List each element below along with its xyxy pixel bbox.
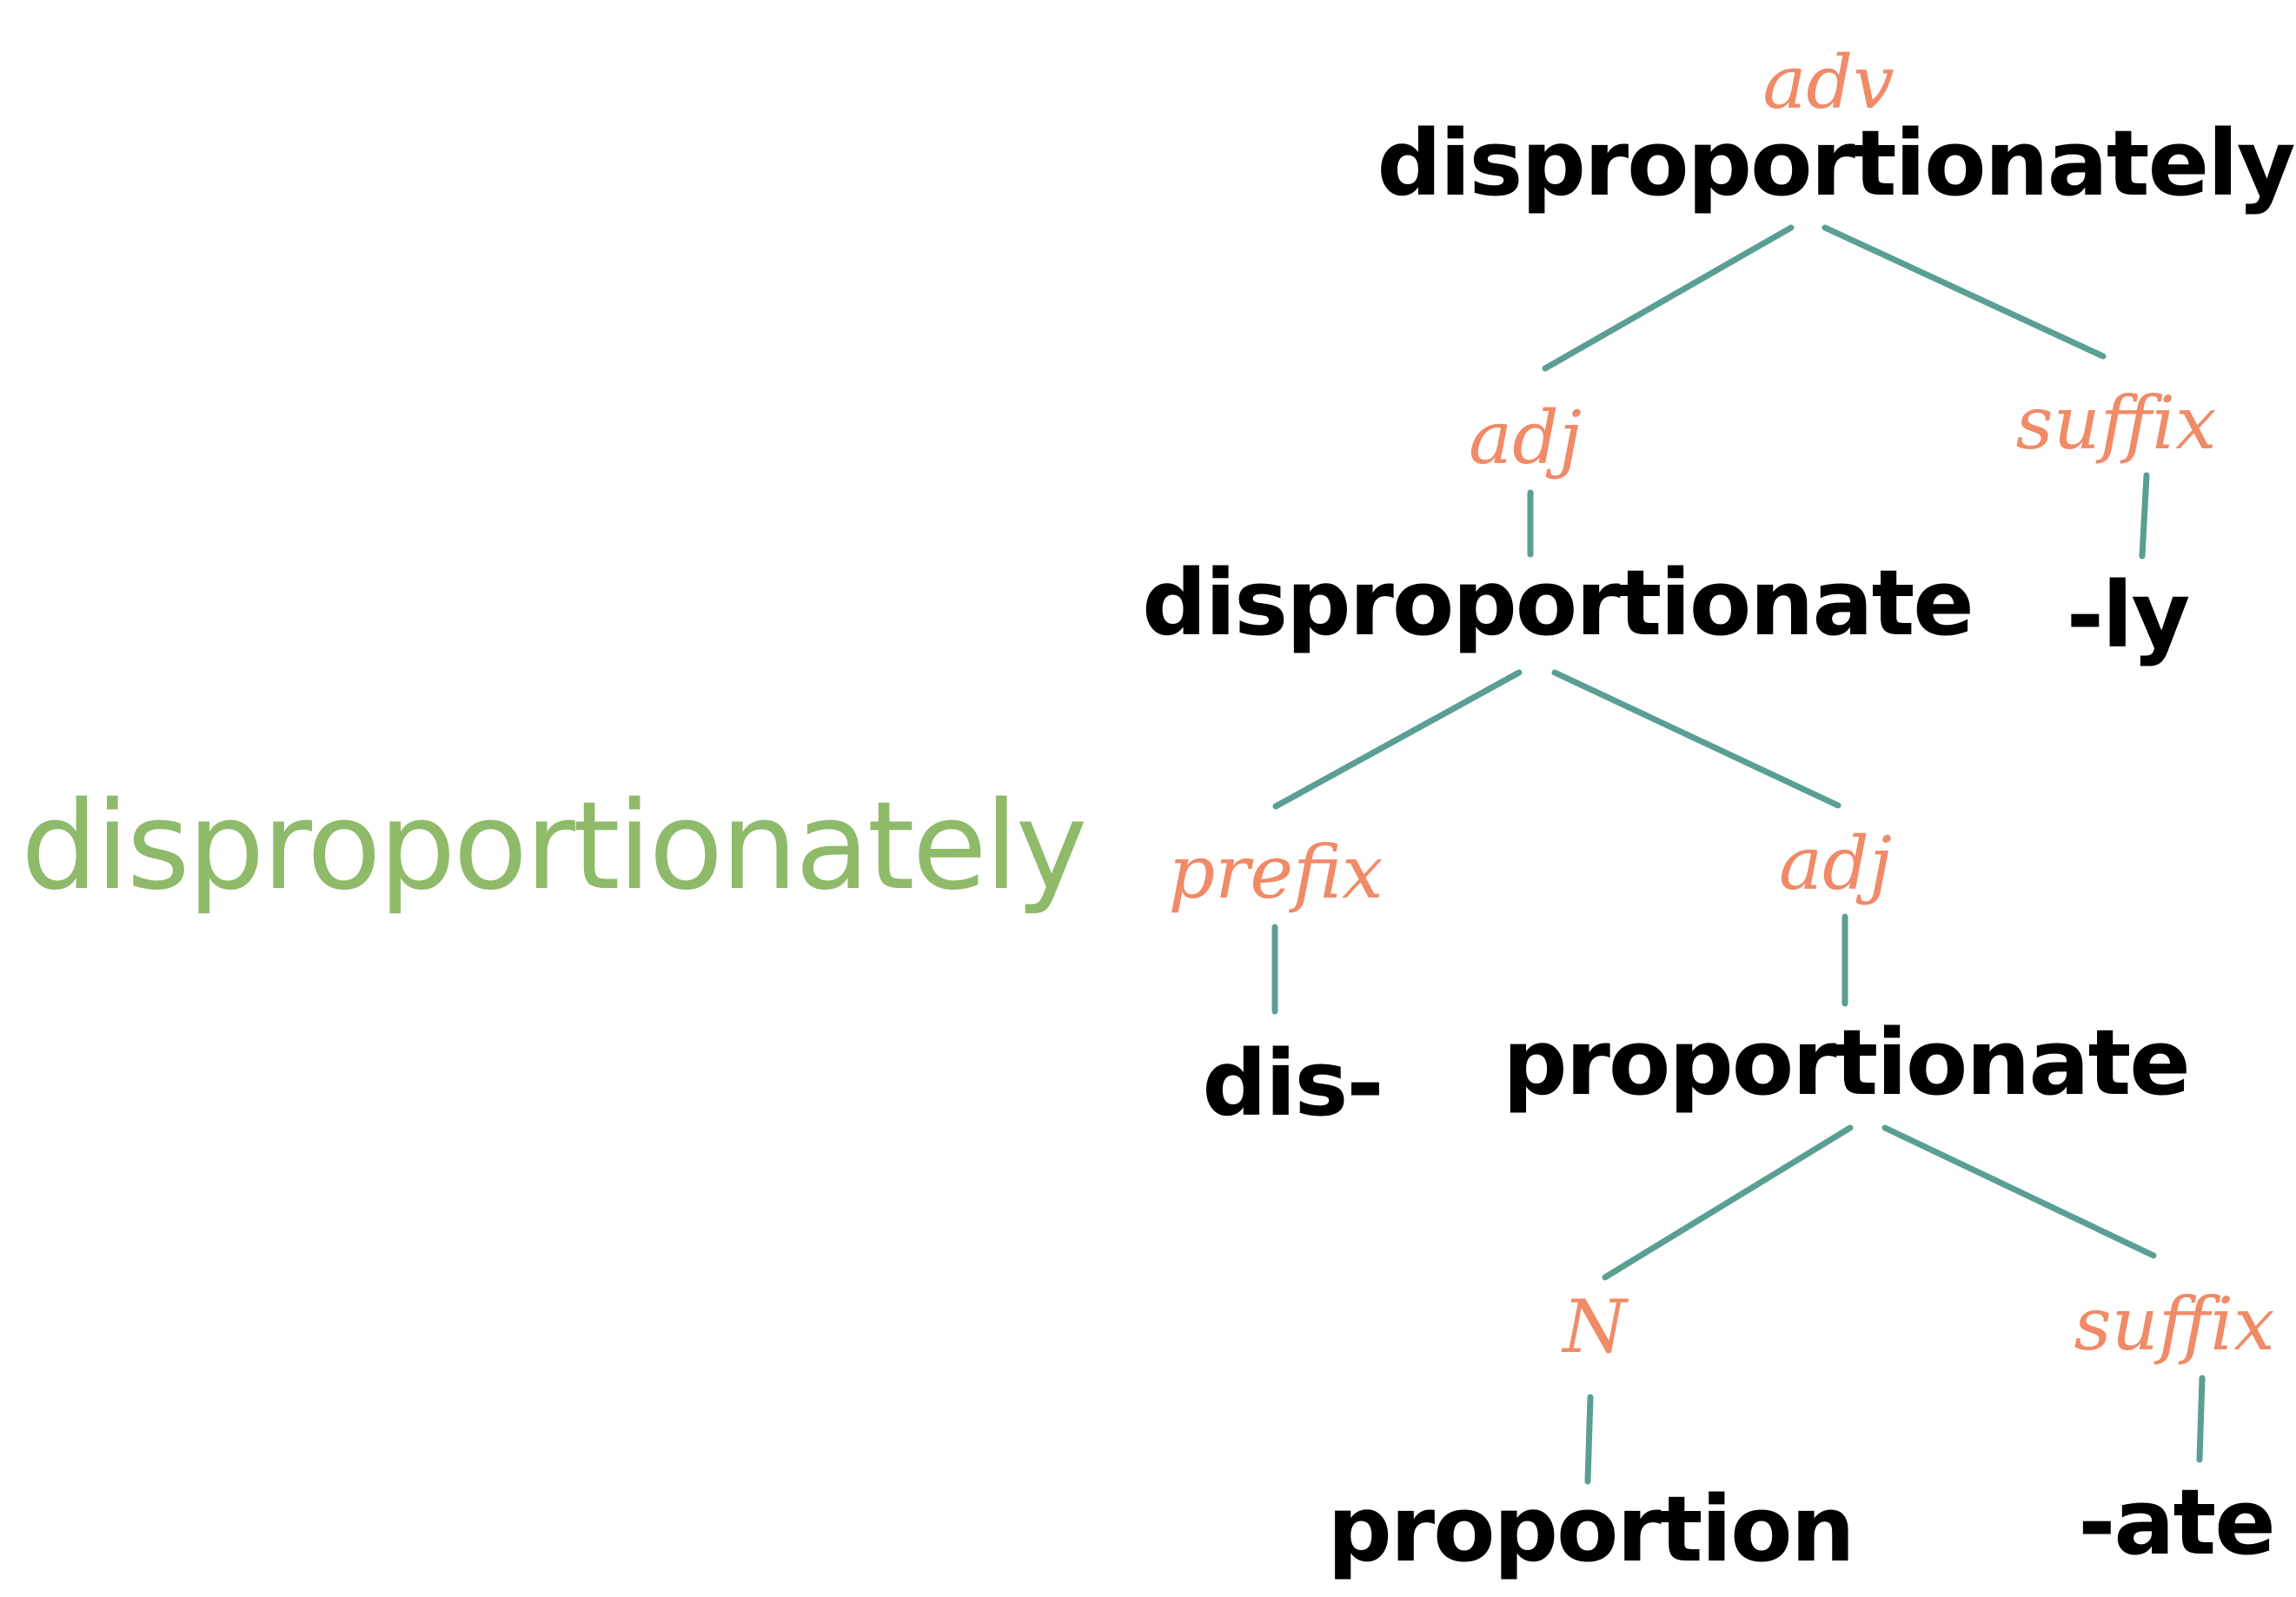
edge-root-to-suffix-ly (1822, 224, 2107, 360)
edge-suffix-to-ate (2196, 1375, 2206, 1463)
morph-disproportionately: disproportionately (1377, 110, 2295, 216)
morph-ate: -ate (2078, 1469, 2276, 1575)
category-label-suffix: suffix (2015, 381, 2217, 466)
morph-disproportionate: disproportionate (1142, 550, 1974, 656)
headword-title: disproportionately (21, 776, 1088, 918)
morph-ly: -ly (2066, 562, 2191, 668)
morph-proportion: proportion (1327, 1476, 1855, 1582)
category-label-prefix: prefix (1168, 830, 1384, 915)
edge-suffix-to-ly (2139, 472, 2150, 560)
category-label-noun: N (1563, 1284, 1627, 1369)
edge-disproportionate-to-prefix (1272, 669, 1523, 810)
category-label-suffix-ate: suffix (2074, 1282, 2275, 1367)
edge-proportionate-to-noun (1602, 1124, 1854, 1281)
category-label-adv: adv (1762, 40, 1895, 125)
category-label-adj-stem: adj (1779, 821, 1892, 906)
edge-root-to-adj (1542, 224, 1795, 372)
edge-noun-to-proportion (1584, 1394, 1594, 1485)
edge-proportionate-to-suffix-ate (1881, 1124, 2157, 1259)
morph-dis: dis- (1202, 1030, 1384, 1136)
edge-disproportionate-to-adj (1551, 669, 1841, 809)
category-label-adj: adj (1469, 395, 1582, 480)
morph-proportionate: proportionate (1503, 1010, 2191, 1116)
